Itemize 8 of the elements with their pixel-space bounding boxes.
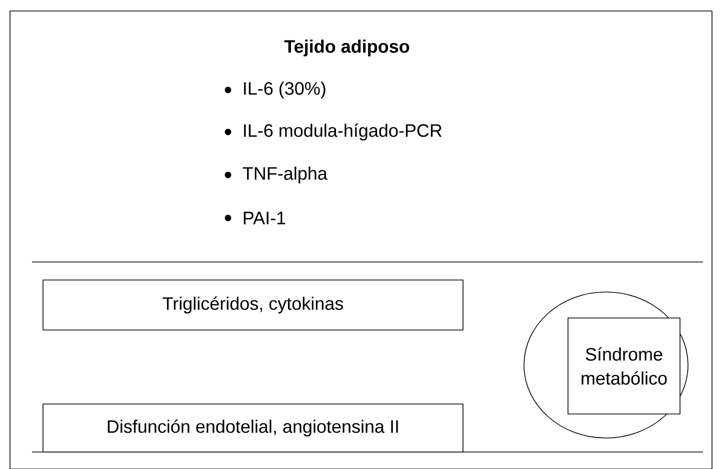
- list-item: TNF-alpha: [242, 166, 328, 184]
- text-box: Disfunción endotelial, angiotensina II: [42, 404, 464, 452]
- heading: Tejido adiposo: [284, 40, 410, 56]
- list-item: PAI-1: [244, 212, 286, 224]
- list-item: IL-6 modula-hígado-PCR: [244, 124, 442, 140]
- list-item: IL-6 (30%): [244, 82, 326, 98]
- text-box: Triglicéridos, cytokinas: [42, 280, 464, 330]
- text-box: Síndrome metabólico: [568, 318, 680, 414]
